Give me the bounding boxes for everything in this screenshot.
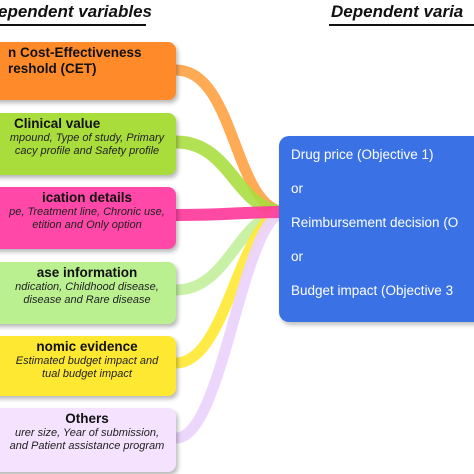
dependent-line-or-1: or xyxy=(291,181,304,196)
dependent-line-reimbursement-decision: Reimbursement decision (O xyxy=(291,215,459,230)
variable-box-disease-information-title: ase information xyxy=(36,265,138,280)
variable-box-economic-evidence-description-line-2: tual budget impact xyxy=(42,368,132,380)
variable-box-medication-details-description: pe, Treatment line, Chronic use, xyxy=(9,206,165,218)
flow-others xyxy=(170,206,292,444)
independent-heading-underline xyxy=(0,24,146,26)
dependent-heading-underline xyxy=(329,24,474,26)
dependent-line-budget-impact: Budget impact (Objective 3 xyxy=(291,283,454,298)
variable-box-others-description: urer size, Year of submission, xyxy=(14,427,160,439)
variable-box-medication-details-description-line-2: etition and Only option xyxy=(32,219,142,231)
independent-variables-heading: ependent variables xyxy=(0,2,153,26)
dependent-variables-heading: Dependent varia xyxy=(329,2,474,26)
variable-box-cet-title-line-2: reshold (CET) xyxy=(8,61,97,76)
variable-box-others-title: Others xyxy=(65,411,109,426)
variable-box-clinical-value-description-line-2: cacy profile and Safety profile xyxy=(14,145,160,157)
variable-box-economic-evidence-title: nomic evidence xyxy=(36,339,138,354)
independent-variables-heading-text: ependent variables xyxy=(0,2,153,21)
dependent-line-drug-price: Drug price (Objective 1) xyxy=(291,147,434,162)
variable-box-disease-information-description: ndication, Childhood disease, xyxy=(15,281,159,293)
variable-box-clinical-value: Clinical value mpound, Type of study, Pr… xyxy=(0,113,176,175)
variable-box-cet-title: n Cost-Effectiveness xyxy=(8,45,142,60)
variable-box-medication-details: ication details pe, Treatment line, Chro… xyxy=(0,187,176,249)
variable-box-others: Others urer size, Year of submission, an… xyxy=(0,408,176,472)
variable-box-cet: n Cost-Effectiveness reshold (CET) xyxy=(0,42,176,100)
variable-box-economic-evidence-description: Estimated budget impact and xyxy=(15,355,159,367)
variable-box-others-description-line-2: and Patient assistance program xyxy=(9,440,165,452)
variable-box-disease-information-description-line-2: disease and Rare disease xyxy=(23,294,151,306)
flow-medication xyxy=(170,206,292,221)
variable-box-economic-evidence: nomic evidence Estimated budget impact a… xyxy=(0,336,176,396)
variable-box-medication-details-title: ication details xyxy=(41,190,133,205)
variable-box-clinical-value-description: mpound, Type of study, Primary xyxy=(9,132,165,144)
dependent-line-or-2: or xyxy=(291,249,304,264)
dependent-variable-box: Drug price (Objective 1) or Reimbursemen… xyxy=(279,136,474,322)
dependent-variables-heading-text: Dependent varia xyxy=(331,2,464,21)
variable-box-disease-information: ase information ndication, Childhood dis… xyxy=(0,262,176,324)
variable-box-clinical-value-title: Clinical value xyxy=(14,116,101,131)
